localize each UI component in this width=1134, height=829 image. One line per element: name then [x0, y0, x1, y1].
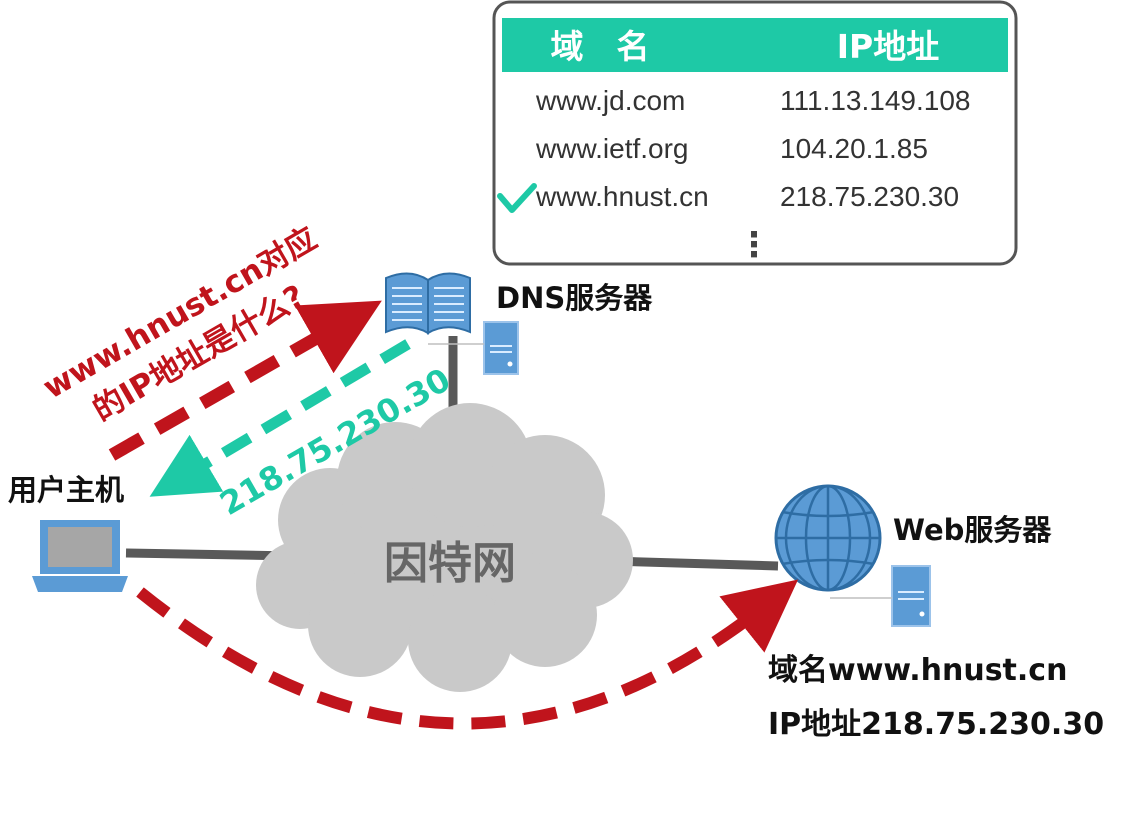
dns-row-1-domain: www.jd.com [535, 85, 685, 116]
dns-table-header-ip: IP地址 [837, 27, 939, 66]
server-tower-icon [483, 321, 519, 375]
globe-icon [774, 484, 882, 592]
dns-table: 域 名 IP地址 www.jd.com 111.13.149.108 www.i… [492, 0, 1018, 266]
internet-cloud: 因特网 [256, 403, 633, 692]
dns-server-icon [385, 272, 519, 375]
laptop-icon [32, 520, 128, 592]
query-text: www.hnust.cn对应 的IP地址是什么? [37, 220, 323, 428]
more-rows-indicator: ⋮ [737, 225, 771, 265]
dns-row-2-domain: www.ietf.org [535, 133, 689, 164]
dns-row-3-domain: www.hnust.cn [535, 181, 709, 212]
web-domain-line: 域名www.hnust.cn [768, 653, 1067, 688]
internet-label: 因特网 [384, 538, 516, 589]
query-arrow [108, 300, 382, 461]
link-internet-to-web [609, 556, 779, 571]
link-host-to-internet [125, 548, 296, 561]
dns-table-header-domain: 域 名 [551, 27, 650, 66]
web-ip-line: IP地址218.75.230.30 [768, 707, 1104, 742]
dns-table-header-bar [502, 18, 1008, 72]
web-server-tower-icon [891, 565, 931, 627]
dns-row-1-ip: 111.13.149.108 [780, 85, 970, 116]
dns-row-2-ip: 104.20.1.85 [780, 133, 928, 164]
dns-server-label: DNS服务器 [496, 281, 653, 315]
book-icon [385, 272, 471, 335]
dns-row-3-ip: 218.75.230.30 [780, 181, 959, 212]
check-icon [497, 183, 537, 213]
web-server-label: Web服务器 [893, 513, 1052, 547]
user-host-label: 用户主机 [8, 473, 124, 507]
web-request-arrow [136, 579, 799, 730]
